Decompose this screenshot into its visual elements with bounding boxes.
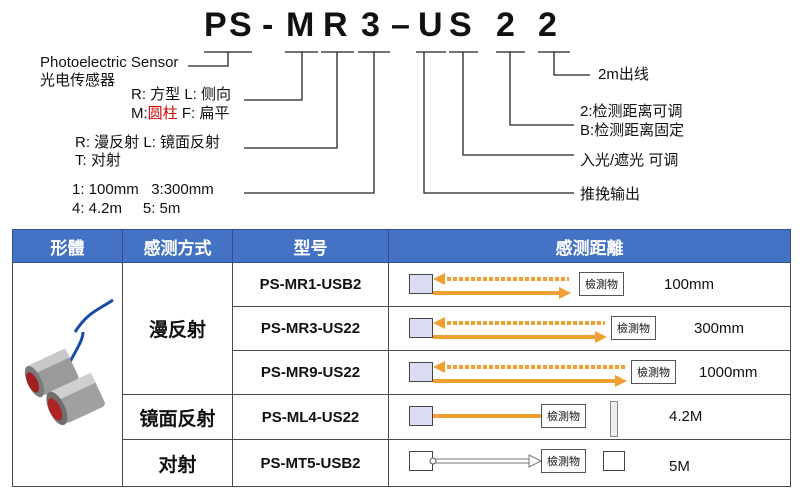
header-shape: 形體 (12, 229, 123, 263)
code-letter: S (449, 6, 472, 44)
model-cell: PS-MR9-US22 (232, 350, 389, 395)
method-mirror: 镜面反射 (122, 394, 233, 440)
cable-label: 2m出线 (598, 66, 649, 83)
model-cell: PS-MR1-USB2 (232, 262, 389, 307)
code-letter: 2 (538, 6, 557, 44)
target-object-label: 檢測物 (579, 272, 624, 296)
code-letter: U (418, 6, 443, 44)
sensor-photo-icon (24, 298, 114, 426)
method-label-1: R: 漫反射 L: 镜面反射 (75, 134, 221, 151)
beam-arrows-icon (433, 273, 571, 299)
method-label-2: T: 对射 (75, 152, 121, 169)
distance-value: 300mm (694, 320, 745, 337)
target-object-label: 檢測物 (611, 316, 656, 340)
distance-value: 4.2M (669, 408, 703, 425)
output-label: 推挽输出 (580, 186, 641, 203)
distance-cell: 檢測物 100mm (388, 262, 791, 307)
header-model: 型号 (232, 229, 389, 263)
target-object-label: 檢測物 (631, 360, 676, 384)
table-row: 对射 PS-MT5-USB2 檢測物 5M (13, 439, 791, 487)
code-letter: 2 (496, 6, 515, 44)
code-letter: M (286, 6, 315, 44)
distance-cell: 檢測物 4.2M (388, 394, 791, 440)
sensor-icon (409, 362, 433, 382)
beam-arrows-icon (433, 361, 627, 387)
distance-cell: 檢測物 1000mm (388, 350, 791, 395)
code-letter: S (229, 6, 252, 44)
distance-cell: 檢測物 300mm (388, 306, 791, 351)
distance-value: 1000mm (699, 364, 758, 381)
sensor-icon (409, 318, 433, 338)
sensor-icon (409, 406, 433, 426)
table-row: PS-MR9-US22 檢測物 1000mm (13, 350, 791, 395)
distance-label-2: 4: 4.2m 5: 5m (72, 200, 181, 217)
distance-value: 100mm (664, 276, 715, 293)
table-row: PS-MR3-US22 檢測物 300mm (13, 306, 791, 351)
beam-arrow-icon (429, 454, 543, 468)
distance-cell: 檢測物 5M (388, 439, 791, 487)
method-through: 对射 (122, 439, 233, 487)
code-letter: R (323, 6, 348, 44)
code-letter: – (391, 6, 410, 44)
shape-label-2: M:圆柱 F: 扁平 (131, 105, 230, 122)
model-cell: PS-MT5-USB2 (232, 439, 389, 487)
sensor-label-cn: 光电传感器 (40, 72, 116, 89)
table-row: 镜面反射 PS-ML4-US22 檢測物 4.2M (13, 394, 791, 440)
code-letter: 3 (361, 6, 380, 44)
adjust-label-2: B:检测距离固定 (580, 122, 685, 139)
leader-lines (188, 51, 590, 194)
model-cell: PS-ML4-US22 (232, 394, 389, 440)
method-diffuse: 漫反射 (122, 262, 233, 395)
header-method: 感测方式 (122, 229, 233, 263)
adjust-label-1: 2:检测距离可调 (580, 103, 683, 120)
sensor-icon (409, 274, 433, 294)
code-letter: P (204, 6, 227, 44)
sensor-label-en: Photoelectric Sensor (40, 54, 179, 71)
shape-label-1: R: 方型 L: 侧向 (131, 86, 232, 103)
receiver-icon (603, 451, 625, 471)
distance-label-1: 1: 100mm 3:300mm (72, 181, 214, 198)
model-cell: PS-MR3-US22 (232, 306, 389, 351)
code-letter: - (262, 6, 274, 44)
reflector-icon (610, 401, 618, 437)
table-header-row: 形體 感测方式 型号 感测距離 (12, 229, 791, 263)
product-image-cell (12, 262, 123, 487)
light-label: 入光/遮光 可调 (580, 152, 679, 169)
spec-table: 形體 感测方式 型号 感测距離 (12, 229, 791, 487)
target-object-label: 檢測物 (541, 404, 586, 428)
distance-value: 5M (669, 458, 690, 475)
beam-arrows-icon (433, 317, 607, 343)
table-row: 漫反射 PS-MR1-USB2 檢測物 100mm (12, 262, 791, 487)
target-object-label: 檢測物 (541, 449, 586, 473)
header-distance: 感测距離 (388, 229, 791, 263)
